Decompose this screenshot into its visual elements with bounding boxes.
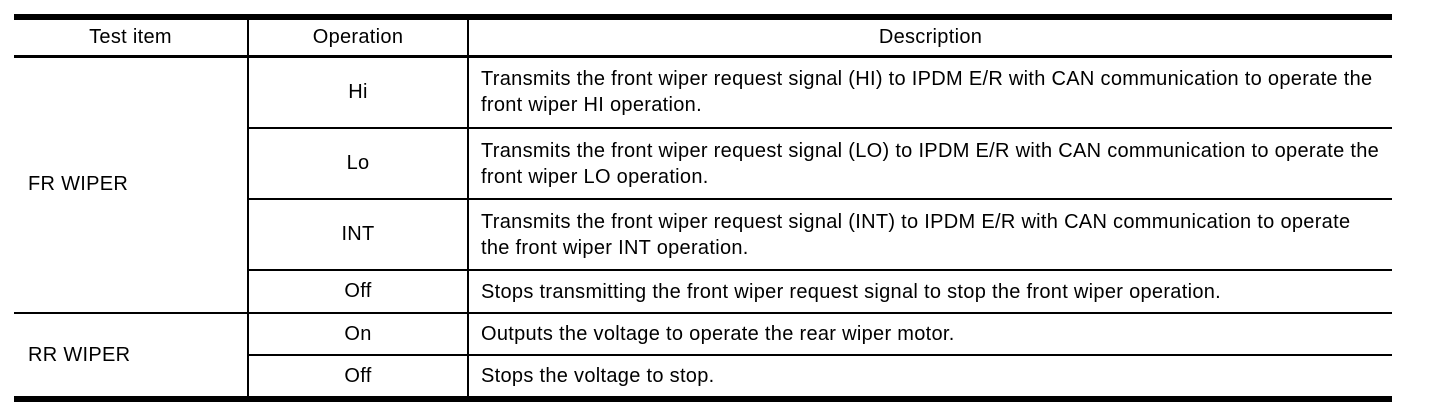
column-header-description: Description — [467, 17, 1392, 58]
operation-cell-hi: Hi — [247, 55, 469, 129]
table-header-row: Test item Operation Description — [14, 17, 1392, 58]
test-item-cell-rr-wiper: RR WIPER — [14, 312, 249, 400]
description-cell-rr-on: Outputs the voltage to operate the rear … — [467, 312, 1392, 356]
table-row-rr-on: RR WIPER On Outputs the voltage to opera… — [14, 312, 1392, 400]
table-row-fr-int: INT Transmits the front wiper request si… — [14, 198, 1392, 271]
column-header-operation: Operation — [247, 17, 469, 58]
operation-cell-fr-off: Off — [247, 269, 469, 314]
table-row-rr-off: Off Stops the voltage to stop. — [14, 354, 1392, 399]
operation-cell-on: On — [247, 312, 469, 356]
operation-cell-int: INT — [247, 198, 469, 271]
operation-cell-lo: Lo — [247, 127, 469, 200]
description-cell-fr-int: Transmits the front wiper request signal… — [467, 198, 1392, 271]
description-cell-fr-off: Stops transmitting the front wiper reque… — [467, 269, 1392, 314]
description-cell-fr-hi: Transmits the front wiper request signal… — [467, 55, 1392, 129]
table-row-fr-hi: FR WIPER Hi Transmits the front wiper re… — [14, 55, 1392, 314]
table-row-fr-lo: Lo Transmits the front wiper request sig… — [14, 127, 1392, 200]
table-row-fr-off: Off Stops transmitting the front wiper r… — [14, 269, 1392, 314]
wiper-active-test-table: Test item Operation Description FR WIPER… — [14, 14, 1392, 402]
column-header-test-item: Test item — [14, 17, 249, 58]
description-cell-fr-lo: Transmits the front wiper request signal… — [467, 127, 1392, 200]
operation-cell-rr-off: Off — [247, 354, 469, 399]
description-cell-rr-off: Stops the voltage to stop. — [467, 354, 1392, 399]
test-item-cell-fr-wiper: FR WIPER — [14, 55, 249, 314]
